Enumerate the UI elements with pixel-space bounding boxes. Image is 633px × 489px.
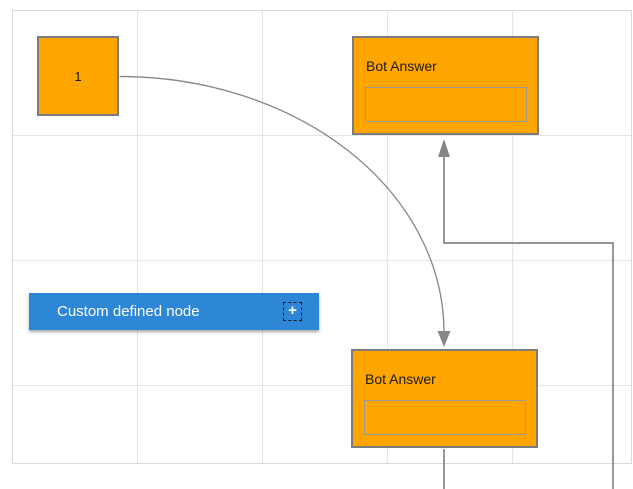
bot-answer-top-input[interactable] <box>365 87 527 122</box>
custom-node-label: Custom defined node <box>57 303 200 320</box>
node-start[interactable]: 1 <box>37 36 119 116</box>
connector-curve[interactable] <box>119 75 445 333</box>
node-bot-answer-top[interactable]: Bot Answer <box>352 36 539 135</box>
node-bot-answer-bottom[interactable]: Bot Answer <box>351 349 538 448</box>
bot-answer-bottom-input[interactable] <box>364 400 526 435</box>
add-port-button[interactable]: + <box>283 302 302 321</box>
node-start-label: 1 <box>74 68 82 84</box>
connector-orthogonal[interactable] <box>443 155 614 489</box>
plus-icon: + <box>288 302 297 319</box>
arrowhead-up-icon <box>438 139 450 157</box>
node-bot-answer-top-title: Bot Answer <box>366 58 437 74</box>
node-bot-answer-bottom-title: Bot Answer <box>365 371 436 387</box>
node-custom-defined[interactable]: Custom defined node + <box>29 293 319 330</box>
arrowhead-down-icon <box>437 331 451 347</box>
